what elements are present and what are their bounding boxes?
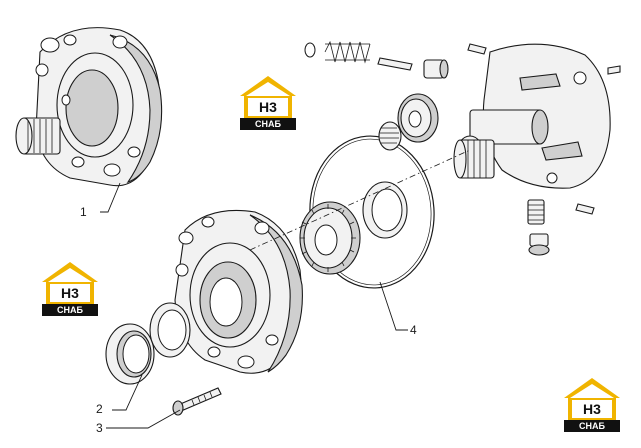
stator-cover bbox=[453, 43, 611, 189]
plug bbox=[528, 233, 550, 256]
leader-4 bbox=[379, 281, 408, 331]
bushing-sleeve bbox=[362, 181, 408, 239]
needle-bearing bbox=[378, 121, 402, 151]
watermark-mark: Н3 bbox=[61, 285, 79, 301]
small-gear bbox=[397, 93, 439, 143]
leader-1 bbox=[100, 182, 121, 213]
dowel-pin bbox=[467, 43, 487, 55]
small-screw bbox=[607, 65, 621, 75]
callout-2: 2 bbox=[96, 402, 103, 416]
pump-housing-center bbox=[174, 209, 303, 374]
small-pin bbox=[575, 203, 595, 215]
bolt bbox=[172, 387, 222, 416]
watermark-sub: СНАБ bbox=[579, 421, 605, 431]
seal-ring-outer bbox=[105, 323, 155, 385]
valve-plunger bbox=[423, 59, 449, 79]
lower-spring bbox=[527, 199, 545, 225]
pin bbox=[377, 57, 413, 71]
watermark-mark: Н3 bbox=[259, 99, 277, 115]
relief-spring bbox=[324, 40, 371, 64]
watermark-sub: СНАБ bbox=[255, 119, 281, 129]
inner-gear bbox=[299, 201, 361, 275]
callout-1: 1 bbox=[80, 205, 87, 219]
callout-3: 3 bbox=[96, 421, 103, 435]
leader-2 bbox=[112, 374, 143, 411]
watermark-mark: Н3 bbox=[583, 401, 601, 417]
watermark-logo-top: Н3 СНАБ bbox=[240, 76, 296, 130]
watermark-logo-left: Н3 СНАБ bbox=[42, 262, 98, 316]
leader-3 bbox=[106, 409, 181, 429]
watermark-sub: СНАБ bbox=[57, 305, 83, 315]
snap-ring bbox=[304, 42, 316, 58]
bushing bbox=[149, 302, 191, 358]
watermark-logo-bottom-right: Н3 СНАБ bbox=[564, 378, 620, 432]
callout-4: 4 bbox=[410, 323, 417, 337]
pump-housing-top bbox=[15, 27, 163, 187]
